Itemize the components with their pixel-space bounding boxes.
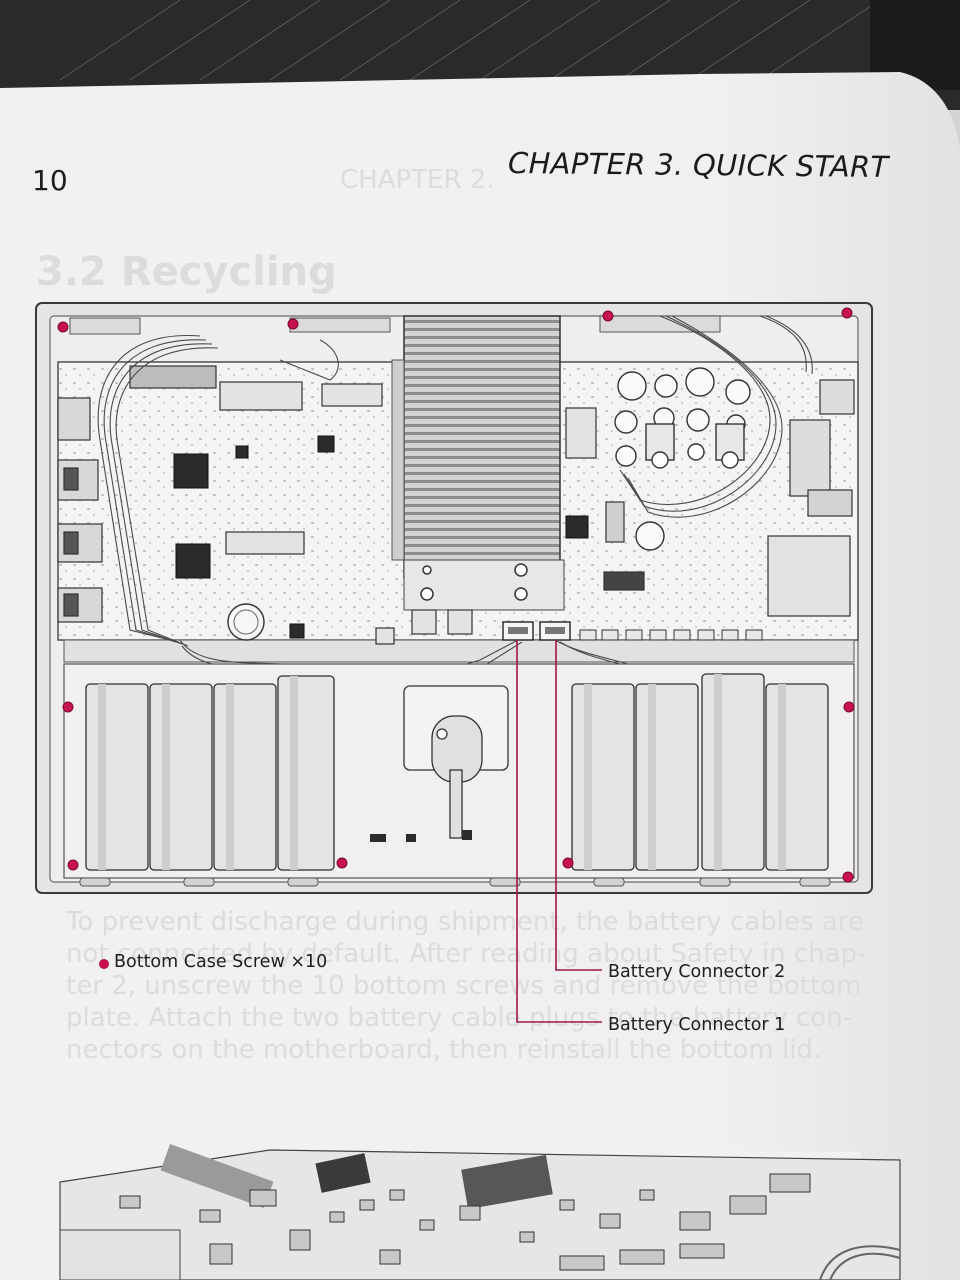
battery-cells-right <box>571 673 829 871</box>
callout-battery-connector-1: Battery Connector 1 <box>608 1015 786 1035</box>
case-screw-markers <box>57 307 855 883</box>
screw-marker <box>57 321 69 333</box>
screw-marker <box>336 857 348 869</box>
battery-connector-2-part <box>539 621 571 641</box>
callout-lines <box>516 640 602 1023</box>
screw-marker <box>562 857 574 869</box>
side-ports <box>57 397 103 623</box>
rubber-feet <box>79 877 831 887</box>
page-number: 10 <box>32 164 68 197</box>
board-connectors <box>129 365 855 645</box>
laptop-bottom-diagram <box>35 302 873 1023</box>
svg-text:plate. Attach the two battery: plate. Attach the two battery cable plug… <box>66 1003 852 1033</box>
center-bracket <box>403 685 509 839</box>
battery-connector-1-part <box>502 621 534 641</box>
board-closeup-figure <box>56 1144 901 1280</box>
bleed-through-text: 3.2 Recycling CHAPTER 2. To prevent disc… <box>36 165 866 1065</box>
screw-marker <box>843 701 855 713</box>
svg-text:To prevent discharge during sh: To prevent discharge during shipment, th… <box>65 907 864 937</box>
svg-text:ter 2, unscrew the 10 bottom s: ter 2, unscrew the 10 bottom screws and … <box>66 971 861 1001</box>
screw-marker <box>62 701 74 713</box>
screw-marker <box>842 871 854 883</box>
rtc-battery <box>227 603 265 641</box>
screw-marker <box>602 310 614 322</box>
keypad-connectors <box>579 629 763 641</box>
power-components <box>614 367 751 551</box>
svg-text:CHAPTER 2.: CHAPTER 2. <box>340 165 495 195</box>
svg-text:3.2 Recycling: 3.2 Recycling <box>36 249 337 295</box>
screw-legend-dot <box>99 959 109 969</box>
screw-marker <box>841 307 853 319</box>
svg-text:not connected by default. Afte: not connected by default. After reading … <box>66 939 866 969</box>
svg-text:nectors on the motherboard, th: nectors on the motherboard, then reinsta… <box>66 1035 821 1065</box>
battery-cells-left <box>85 675 335 871</box>
callout-bottom-case-screw: Bottom Case Screw ×10 <box>114 952 328 972</box>
chapter-header: CHAPTER 3. QUICK START <box>507 146 889 184</box>
heatsink <box>403 315 561 579</box>
callout-battery-connector-2: Battery Connector 2 <box>608 962 786 982</box>
screw-marker <box>287 318 299 330</box>
screw-marker <box>67 859 79 871</box>
cutting-mat-grid <box>59 0 881 81</box>
bottom-board-parts <box>370 830 472 842</box>
